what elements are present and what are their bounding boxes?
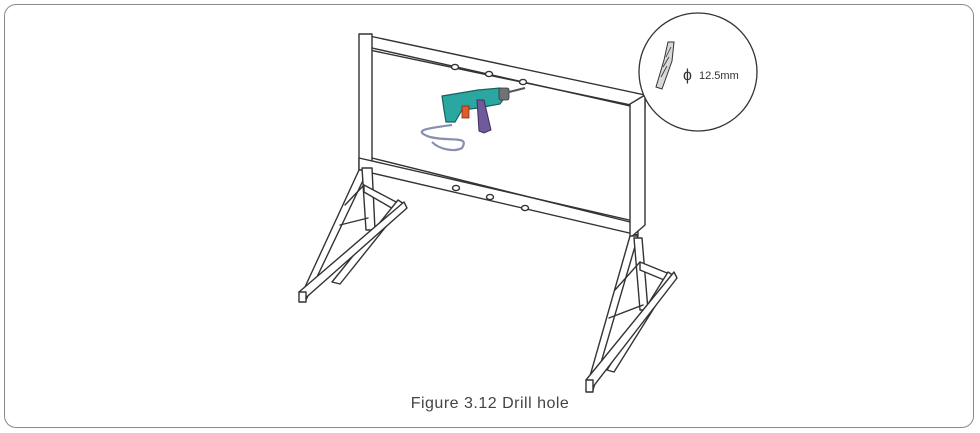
bottom-rail-holes — [451, 184, 530, 212]
drill-bit-callout: ϕ 12.5mm — [638, 12, 758, 132]
left-leg — [298, 167, 408, 303]
right-leg — [585, 235, 678, 393]
figure-caption: Figure 3.12 Drill hole — [410, 395, 570, 412]
diameter-symbol: ϕ — [683, 67, 692, 84]
diameter-label: 12.5mm — [699, 70, 739, 82]
panel-frame — [358, 33, 646, 239]
top-rail-holes — [450, 63, 528, 86]
drill-bit-icon — [655, 41, 675, 90]
drill-icon — [420, 87, 526, 152]
